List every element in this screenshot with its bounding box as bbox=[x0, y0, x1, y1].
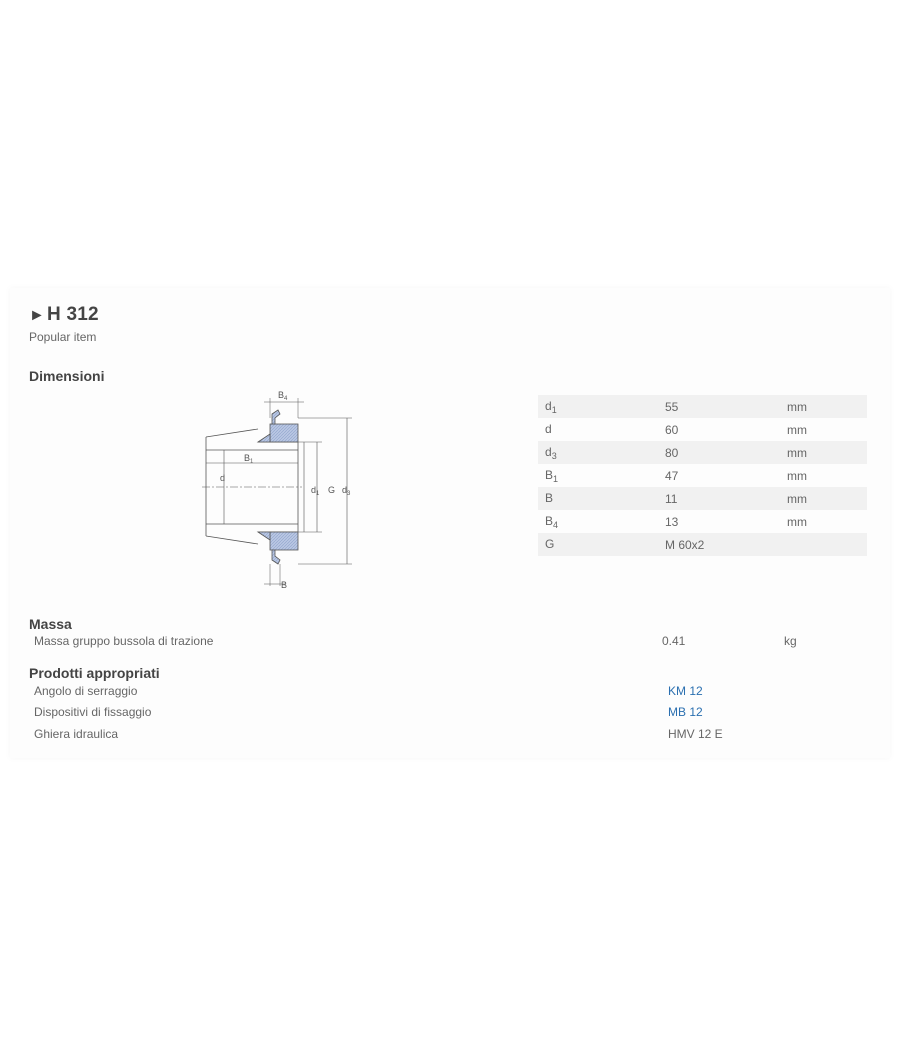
dim-symbol: d bbox=[545, 421, 552, 436]
dim-value: 60 bbox=[665, 422, 679, 437]
dim-symbol: d1 bbox=[538, 395, 658, 418]
dim-unit bbox=[780, 533, 867, 556]
mass-row: Massa gruppo bussola di trazione 0.41 kg bbox=[34, 634, 864, 652]
product-label: Ghiera idraulica bbox=[34, 727, 119, 741]
mass-unit: kg bbox=[784, 634, 797, 648]
product-label: Angolo di serraggio bbox=[34, 684, 138, 698]
label-d: d bbox=[220, 473, 225, 483]
list-item: Angolo di serraggio KM 12 bbox=[34, 684, 864, 702]
dim-value: 55 bbox=[658, 395, 780, 418]
table-row: B1 47 mm bbox=[538, 464, 867, 487]
mass-label: Massa gruppo bussola di trazione bbox=[34, 634, 214, 648]
dim-unit: mm bbox=[780, 395, 867, 418]
dim-unit: mm bbox=[787, 422, 807, 437]
table-row: d3 80 mm bbox=[538, 441, 867, 464]
table-row: d 60 mm bbox=[538, 418, 867, 441]
dim-unit: mm bbox=[780, 441, 867, 464]
dim-value: 13 bbox=[665, 514, 679, 529]
dim-symbol: G bbox=[538, 533, 658, 556]
adapter-sleeve-drawing: B4 B1 d d1 G d3 B bbox=[202, 390, 352, 590]
dim-symbol: B bbox=[538, 487, 658, 510]
product-label: Dispositivi di fissaggio bbox=[34, 705, 152, 719]
dimensions-heading: Dimensioni bbox=[29, 368, 105, 384]
dim-symbol: B1 bbox=[545, 467, 559, 484]
dim-unit: mm bbox=[787, 514, 807, 529]
dim-value: 47 bbox=[665, 468, 679, 483]
table-row: B4 13 mm bbox=[538, 510, 867, 533]
label-g: G bbox=[328, 485, 335, 495]
products-heading: Prodotti appropriati bbox=[29, 665, 160, 681]
dim-unit: mm bbox=[780, 487, 867, 510]
list-item: Dispositivi di fissaggio MB 12 bbox=[34, 705, 864, 723]
list-item: Ghiera idraulica HMV 12 E bbox=[34, 727, 864, 745]
arrow-right-icon: ► bbox=[29, 307, 46, 324]
label-b4: B4 bbox=[278, 390, 288, 402]
page-title: ►H 312 bbox=[29, 304, 99, 326]
product-link-mb12[interactable]: MB 12 bbox=[668, 705, 703, 719]
mass-heading: Massa bbox=[29, 616, 72, 632]
label-b: B bbox=[281, 580, 287, 590]
dim-unit: mm bbox=[787, 468, 807, 483]
dim-symbol: B4 bbox=[545, 513, 559, 530]
product-name: H 312 bbox=[47, 304, 99, 325]
table-row: B 11 mm bbox=[538, 487, 867, 510]
mass-value: 0.41 bbox=[662, 634, 686, 648]
product-panel bbox=[10, 288, 890, 758]
dim-value: 11 bbox=[658, 487, 780, 510]
label-d3: d3 bbox=[342, 485, 351, 497]
label-d1: d1 bbox=[311, 485, 320, 497]
table-row: G M 60x2 bbox=[538, 533, 867, 556]
table-row: d1 55 mm bbox=[538, 395, 867, 418]
product-value-hmv12e: HMV 12 E bbox=[668, 727, 723, 741]
dim-value: 80 bbox=[658, 441, 780, 464]
dim-value: M 60x2 bbox=[658, 533, 780, 556]
label-b1: B1 bbox=[244, 453, 254, 465]
popular-badge: Popular item bbox=[29, 330, 97, 344]
product-link-km12[interactable]: KM 12 bbox=[668, 684, 703, 698]
dimensions-table: d1 55 mm d 60 mm d3 80 mm B1 47 mm B 11 … bbox=[538, 395, 867, 556]
dim-symbol: d3 bbox=[538, 441, 658, 464]
